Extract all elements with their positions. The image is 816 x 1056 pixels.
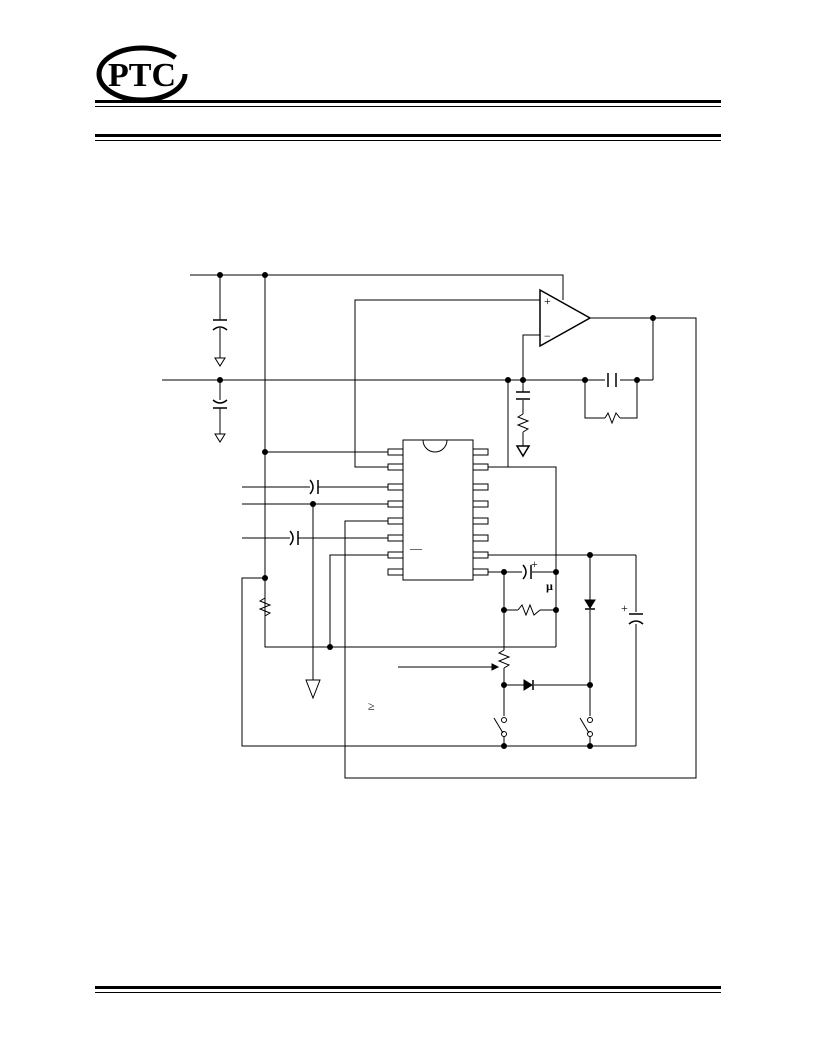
resistors [258, 411, 621, 671]
cap-plus-mark-1: + [531, 557, 538, 571]
pot-wiper-arrow [491, 663, 500, 671]
ic-notch [422, 439, 448, 453]
switches [493, 717, 593, 737]
ic-pins-right [472, 448, 489, 576]
right-resistor [517, 603, 541, 617]
ic-overbar-label: — [409, 541, 423, 555]
capacitors [212, 319, 644, 625]
ic-package: — [387, 439, 489, 581]
ge-mark: ≥ [368, 699, 375, 713]
section-rule-thick [95, 134, 721, 137]
op-amp-plus-label: + [544, 294, 551, 308]
feedback-resistor [604, 411, 621, 425]
section-rule-thin [95, 140, 721, 141]
footer-rule-thick [95, 986, 721, 989]
ground-symbols [214, 357, 531, 700]
logo-text: PTC [108, 57, 176, 94]
header-rule-thick [95, 100, 721, 103]
ic-pins-left [387, 448, 404, 576]
ground-leg-resistor [516, 413, 530, 433]
junction-dots [217, 272, 656, 749]
cap-plus-mark-2: + [621, 601, 628, 615]
header-rule-thin [95, 106, 721, 107]
op-amp-minus-label: − [544, 329, 551, 343]
footer-rule-thin [95, 992, 721, 993]
micro-mark: µ [546, 579, 553, 593]
wires [162, 274, 697, 779]
op-amp: + − [539, 288, 592, 348]
potentiometer [497, 649, 511, 669]
diodes [523, 599, 596, 691]
left-resistor [258, 597, 272, 620]
